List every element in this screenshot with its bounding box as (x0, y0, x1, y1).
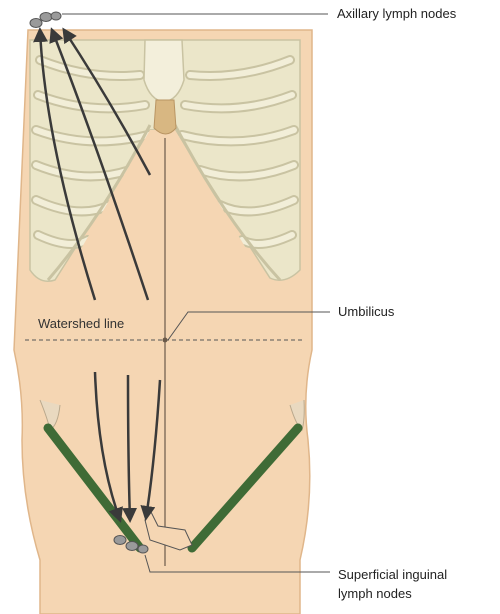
umbilicus-label: Umbilicus (338, 304, 394, 320)
axillary-lymph-nodes (30, 12, 61, 28)
umbilicus-mark (163, 338, 168, 343)
sternum (144, 40, 184, 102)
axillary-lymph-nodes-label: Axillary lymph nodes (337, 6, 456, 22)
xiphoid-process (154, 100, 176, 134)
superficial-inguinal-label-line2: lymph nodes (338, 586, 412, 602)
watershed-line-label: Watershed line (38, 316, 124, 332)
superficial-inguinal-label-line1: Superficial inguinal (338, 567, 447, 583)
